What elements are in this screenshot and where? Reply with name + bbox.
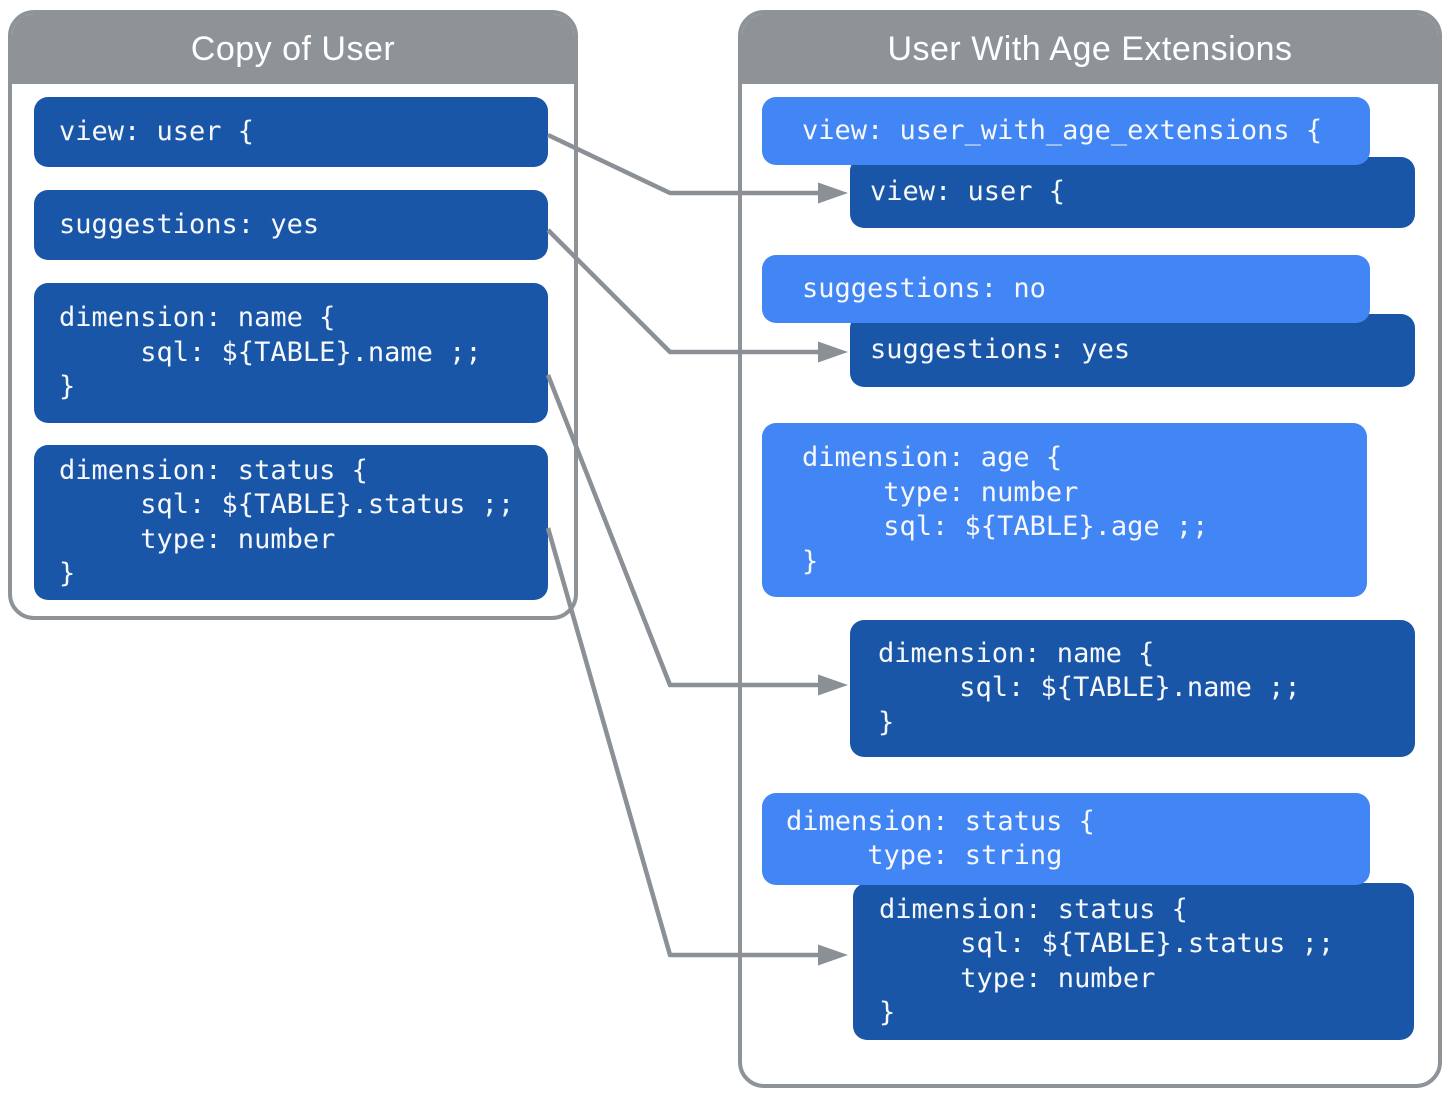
code-line: suggestions: yes [870,334,1131,366]
code-line: sql: ${TABLE}.age ;; [802,511,1209,542]
right-block-original-dimension-status: dimension: status { sql: ${TABLE}.status… [853,883,1414,1040]
left-block-view-user: view: user { [34,97,548,167]
code-line: dimension: status { [786,805,1095,837]
right-block-original-dimension-name: dimension: name { sql: ${TABLE}.name ;; … [850,620,1415,757]
code-line: dimension: status { [879,893,1188,925]
code-line: dimension: status { [59,454,368,486]
right-panel-header: User With Age Extensions [742,14,1438,84]
code-line: } [878,706,895,738]
right-block-override-suggestions: suggestions: no [762,255,1370,323]
left-panel-title: Copy of User [190,29,396,68]
code-line: type: number [879,962,1156,994]
right-block-override-dimension-status: dimension: status { type: string [762,793,1370,885]
code-line: sql: ${TABLE}.name ;; [878,672,1301,704]
code-line: dimension: name { [878,637,1155,669]
right-panel-title: User With Age Extensions [887,29,1293,68]
left-panel-copy-of-user: Copy of User view: user { suggestions: y… [8,10,578,620]
left-block-suggestions-yes: suggestions: yes [34,190,548,260]
code-line: sql: ${TABLE}.status ;; [879,928,1335,959]
left-panel-header: Copy of User [12,14,574,84]
right-block-override-view: view: user_with_age_extensions { [762,97,1370,165]
code-line: } [802,545,819,577]
code-line: sql: ${TABLE}.name ;; [59,336,482,368]
code-line: dimension: name { [59,302,336,334]
code-line: type: number [59,523,336,555]
code-line: suggestions: yes [59,208,320,240]
code-line: } [59,371,76,403]
code-line: } [59,558,76,589]
code-line: type: string [786,840,1063,871]
code-line: dimension: age { [802,442,1063,473]
code-line: sql: ${TABLE}.status ;; [59,489,515,520]
left-block-dimension-status: dimension: status { sql: ${TABLE}.status… [34,445,548,600]
code-line: suggestions: no [802,272,1046,304]
code-line: } [879,997,896,1028]
code-line: view: user { [59,115,255,147]
left-block-dimension-name: dimension: name { sql: ${TABLE}.name ;; … [34,283,548,423]
right-block-new-dimension-age: dimension: age { type: number sql: ${TAB… [762,423,1367,597]
code-line: view: user { [870,176,1066,208]
code-line: type: number [802,476,1079,508]
right-block-original-view: view: user { [850,157,1415,228]
right-panel-user-with-age-extensions: User With Age Extensions view: user { vi… [738,10,1442,1088]
code-line: view: user_with_age_extensions { [802,114,1323,146]
right-block-original-suggestions: suggestions: yes [850,314,1415,387]
